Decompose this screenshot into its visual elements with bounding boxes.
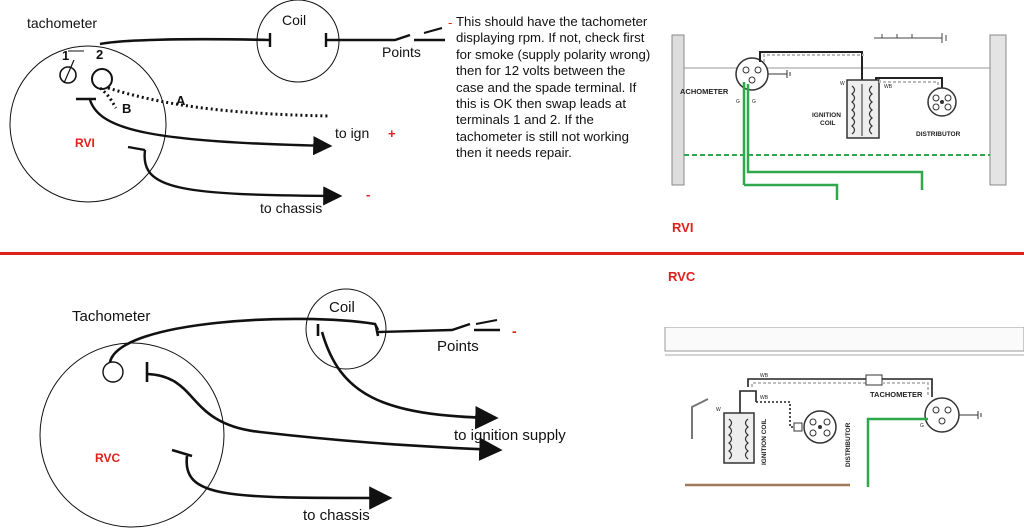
- rvi-wiring-tachometer: [735, 57, 769, 91]
- note-dash: -: [448, 15, 453, 30]
- rvc-wiring-green-wire: [866, 417, 928, 487]
- rvi-plus-sign: +: [388, 126, 396, 141]
- rvi-terminal-2[interactable]: [91, 68, 113, 90]
- rvi-coil-label: Coil: [282, 12, 306, 28]
- rvc-coil-label: Coil: [329, 299, 355, 316]
- troubleshooting-note: This should have the tachometer displayi…: [456, 14, 651, 161]
- rvc-wire-to-coil: [108, 317, 380, 363]
- rvi-wiring-coil-label-1: IGNITION: [812, 112, 841, 119]
- rvi-wiring-wire-wb: WB: [884, 84, 893, 90]
- rvi-wiring-ignition-coil: [846, 79, 880, 139]
- rvc-caption: RVC: [668, 269, 696, 284]
- rvi-wire-to-chassis: [143, 149, 343, 206]
- rvc-minus-sign: -: [512, 323, 517, 339]
- rvi-terminal-1[interactable]: [59, 66, 77, 84]
- rvi-schematic: tachometer 1 2 A B RVI Coil Points to ig…: [9, 0, 445, 216]
- rvc-wiring-tachometer: [924, 397, 960, 433]
- rvi-wiring-coil-label-2: COIL: [820, 120, 836, 127]
- rvi-wiring-distributor-label: DISTRIBUTOR: [916, 131, 961, 138]
- rvc-wiring-wire-wb1: WB: [760, 373, 769, 379]
- rvc-wire-coil-to-ignition: [320, 331, 499, 430]
- rvc-wiring-tachometer-label: TACHOMETER: [870, 390, 923, 399]
- rvi-wiring-wire-g1: G: [736, 99, 740, 105]
- rvi-wire-to-ign: [88, 99, 333, 156]
- rvc-wiring-wire-g: G: [920, 423, 924, 429]
- rvi-to-chassis-label: to chassis: [260, 200, 322, 216]
- rvi-label-b: B: [122, 101, 131, 116]
- rvi-model-label: RVI: [75, 136, 95, 150]
- rvi-terminal-2-label: 2: [96, 47, 103, 62]
- rvc-wiring-ignition-coil: [723, 412, 755, 464]
- rvi-wiring-wire-g2: G: [752, 99, 756, 105]
- rvi-wire-to-points: [326, 33, 411, 42]
- rvi-wiring-tachometer-label: ACHOMETER: [680, 87, 729, 96]
- section-divider: [0, 252, 1024, 255]
- rvc-tachometer-terminal[interactable]: [102, 361, 124, 383]
- rvc-wiring-wire-wb2: WB: [760, 395, 769, 401]
- rvc-schematic: Tachometer Coil Points - to ignition sup…: [39, 288, 566, 528]
- rvc-coil: [305, 288, 387, 370]
- rvi-wiring-green-wire-2: [746, 84, 924, 190]
- rvi-label-a: A: [176, 93, 186, 108]
- rvc-wire-to-points: [377, 322, 471, 334]
- rvi-caption: RVI: [672, 220, 694, 235]
- rvi-wire-to-coil: [99, 37, 271, 46]
- rvc-wiring-coil-label: IGNITION COIL: [761, 419, 768, 465]
- rvc-tachometer-body: [39, 342, 225, 528]
- rvc-wiring-distributor-label: DISTRIBUTOR: [845, 422, 852, 467]
- rvc-model-label: RVC: [95, 451, 120, 465]
- rvc-wire-to-ignition-supply: [146, 372, 503, 461]
- rvi-minus-sign: -: [366, 187, 370, 202]
- rvi-terminal-1-label: 1: [62, 48, 69, 63]
- rvi-tachometer-label: tachometer: [27, 15, 97, 31]
- rvc-wiring-diagram: TACHOMETER IGNITION COIL DISTRIBUTOR WB …: [660, 327, 1024, 530]
- rvi-tachometer-body: [9, 45, 167, 203]
- rvc-points-label: Points: [437, 338, 479, 355]
- rvc-to-ignition-supply-label: to ignition supply: [454, 427, 566, 444]
- rvi-to-ign-label: to ign: [335, 125, 369, 141]
- rvi-points-label: Points: [382, 44, 421, 60]
- rvc-tachometer-label: Tachometer: [72, 308, 150, 325]
- rvc-wiring-wire-w: W: [716, 407, 721, 413]
- rvi-wiring-wire-w: W: [840, 81, 845, 87]
- rvc-to-chassis-label: to chassis: [303, 507, 370, 524]
- rvi-dotted-wire-a: [107, 86, 331, 118]
- rvc-wire-to-chassis: [185, 455, 393, 510]
- rvi-wiring-diagram: ACHOMETER IGNITION COIL DISTRIBUTOR WB W…: [652, 0, 1024, 225]
